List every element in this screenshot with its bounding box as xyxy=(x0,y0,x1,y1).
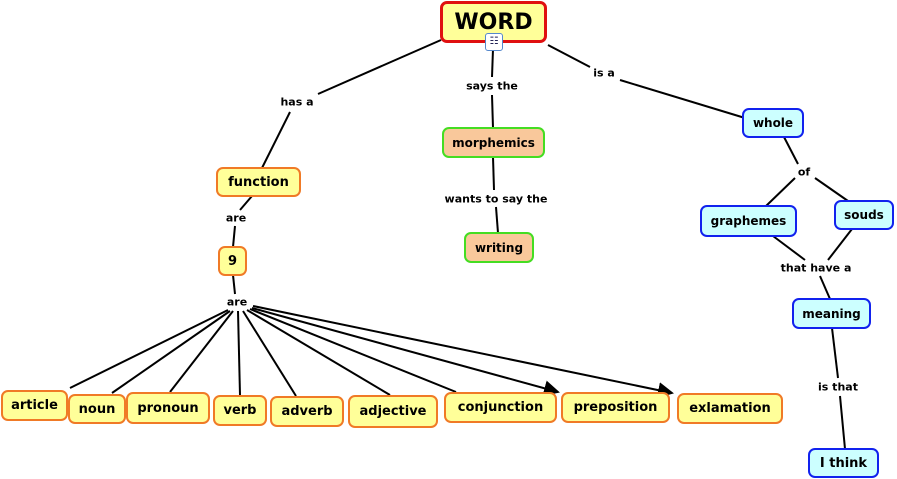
node-verb[interactable]: verb xyxy=(213,395,267,426)
node-preposition[interactable]: preposition xyxy=(561,392,670,423)
link-label-that-have-a: that have a xyxy=(780,261,852,275)
node-meaning[interactable]: meaning xyxy=(792,298,871,329)
node-whole[interactable]: whole xyxy=(742,108,804,138)
node-function[interactable]: function xyxy=(216,167,301,197)
link-label-is-that: is that xyxy=(818,380,858,394)
node-noun[interactable]: noun xyxy=(68,394,126,424)
node-conjunction[interactable]: conjunction xyxy=(444,392,557,423)
link-label-has-a: has a xyxy=(280,95,314,109)
node-nine[interactable]: 9 xyxy=(218,246,247,276)
node-article[interactable]: article xyxy=(1,390,68,421)
link-label-of: of xyxy=(797,165,811,179)
root-node-word[interactable]: WORD xyxy=(440,1,547,43)
link-label-are-parts: are xyxy=(226,295,248,309)
node-graphemes[interactable]: graphemes xyxy=(700,205,797,237)
concept-map-icon[interactable]: ☷ xyxy=(485,33,503,51)
node-morphemics[interactable]: morphemics xyxy=(442,127,545,158)
link-label-is-a: is a xyxy=(593,66,615,80)
link-label-says-the: says the xyxy=(466,79,518,93)
node-i-think[interactable]: I think xyxy=(808,448,879,478)
node-souds[interactable]: souds xyxy=(834,200,894,230)
link-label-are: are xyxy=(225,211,247,225)
node-writing[interactable]: writing xyxy=(464,232,534,263)
node-adjective[interactable]: adjective xyxy=(348,395,438,428)
node-pronoun[interactable]: pronoun xyxy=(126,392,210,424)
node-exlamation[interactable]: exlamation xyxy=(677,393,783,424)
node-adverb[interactable]: adverb xyxy=(270,396,344,427)
link-label-wants-to-say-the: wants to say the xyxy=(444,192,548,206)
